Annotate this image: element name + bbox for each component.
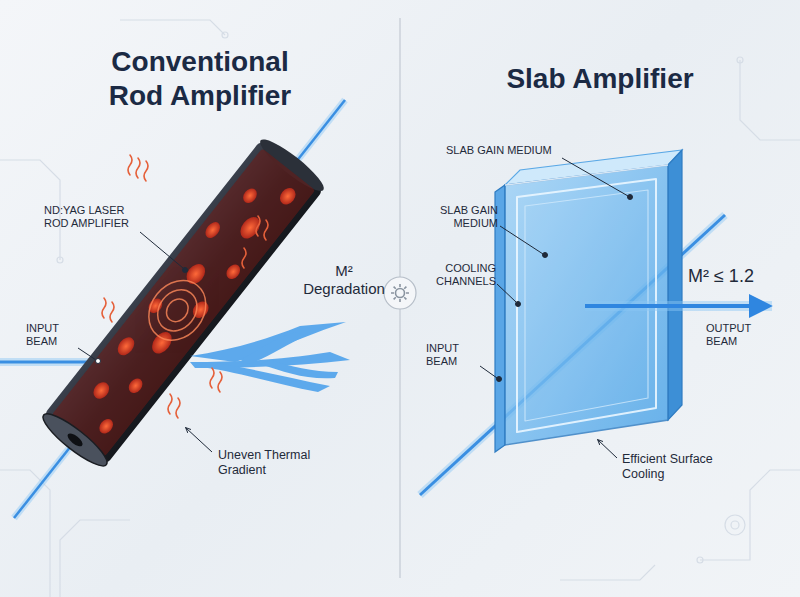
part-label: OUTPUT BEAM [706,322,776,348]
beam-quality-label: M² Degradation [296,262,392,298]
note-label: Efficient Surface Cooling [622,452,752,482]
part-label: SLAB GAIN MEDIUM [414,204,498,230]
note-label: Uneven Thermal Gradient [218,448,338,478]
part-label: SLAB GAIN MEDIUM [446,144,566,157]
part-label: COOLING CHANNELS [420,262,496,288]
part-label: ND:YAG LASER ROD AMPLIFIER [44,204,144,230]
part-label: INPUT BEAM [26,322,78,348]
beam-quality-label: M² ≤ 1.2 [688,266,788,288]
panel-heading: Conventional Rod Amplifier [90,45,310,112]
part-label: INPUT BEAM [426,342,478,368]
panel-heading: Slab Amplifier [470,62,730,96]
